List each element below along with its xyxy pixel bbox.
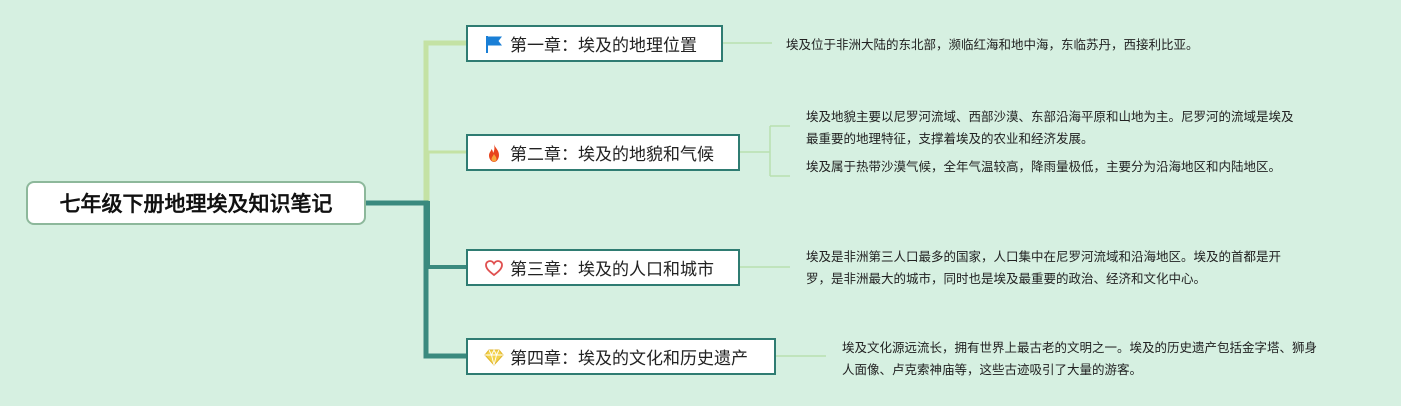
chapter-1-note: 埃及位于非洲大陆的东北部，濒临红海和地中海，东临苏丹，西接利比亚。 [786,37,1199,52]
blue-flag-icon [484,34,504,54]
chapter-2-note-climate: 埃及属于热带沙漠气候，全年气温较高，降雨量极低，主要分为沿海地区和内陆地区。 [806,159,1282,174]
branch-line-chapter-4 [366,200,466,359]
chapter-1-topic[interactable]: 第一章：埃及的地理位置 [466,25,723,62]
chapter-2-label: 第二章：埃及的地貌和气候 [510,145,714,165]
heart-icon [484,258,504,278]
branch-line-chapter-2 [366,150,466,205]
chapter-4-topic[interactable]: 第四章：埃及的文化和历史遗产 [466,338,776,375]
chapter-4-label: 第四章：埃及的文化和历史遗产 [510,349,748,369]
chapter-3-note: 埃及是非洲第三人口最多的国家，人口集中在尼罗河流域和沿海地区。埃及的首都是开罗，… [806,249,1282,286]
root-topic-label: 七年级下册地理埃及知识笔记 [59,192,333,216]
chapter-3-topic[interactable]: 第三章：埃及的人口和城市 [466,249,740,286]
root-topic[interactable]: 七年级下册地理埃及知识笔记 [26,181,366,225]
branch-line-chapter-1 [366,40,466,206]
chapter-4-note: 埃及文化源远流长，拥有世界上最古老的文明之一。埃及的历史遗产包括金字塔、狮身人面… [842,340,1318,377]
gem-icon [484,347,504,367]
chapter-1-label: 第一章：埃及的地理位置 [510,36,697,56]
chapter-3-label: 第三章：埃及的人口和城市 [510,260,714,280]
chapter-2-note-landform: 埃及地貌主要以尼罗河流域、西部沙漠、东部沿海平原和山地为主。尼罗河的流域是埃及最… [806,109,1294,146]
branch-line-chapter-3 [366,201,466,269]
fire-icon [484,143,504,163]
leaf-line-chapter-2 [740,125,790,177]
chapter-2-topic[interactable]: 第二章：埃及的地貌和气候 [466,134,740,171]
